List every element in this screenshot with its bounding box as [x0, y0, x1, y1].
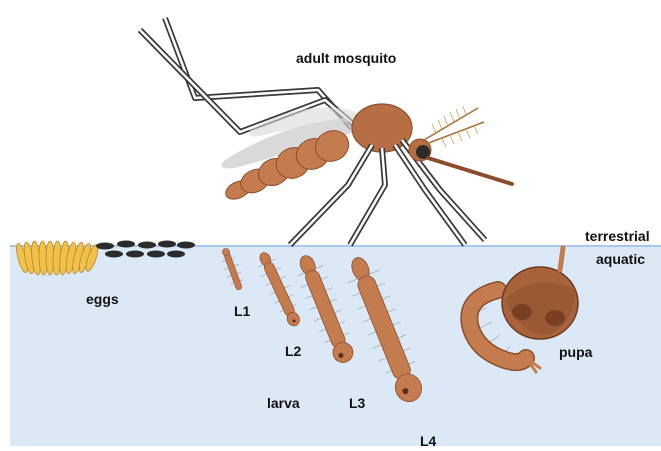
egg-raft-icon — [14, 241, 100, 276]
l2-label: L2 — [285, 343, 301, 359]
larva-label: larva — [267, 395, 300, 411]
l1-label: L1 — [234, 303, 250, 319]
eggs-label: eggs — [86, 291, 119, 307]
pupa-label: pupa — [559, 344, 592, 360]
adult-mosquito-label: adult mosquito — [296, 50, 396, 66]
l4-label: L4 — [420, 433, 436, 449]
terrestrial-label: terrestrial — [585, 228, 650, 244]
l3-label: L3 — [349, 395, 365, 411]
aquatic-label: aquatic — [596, 251, 645, 267]
